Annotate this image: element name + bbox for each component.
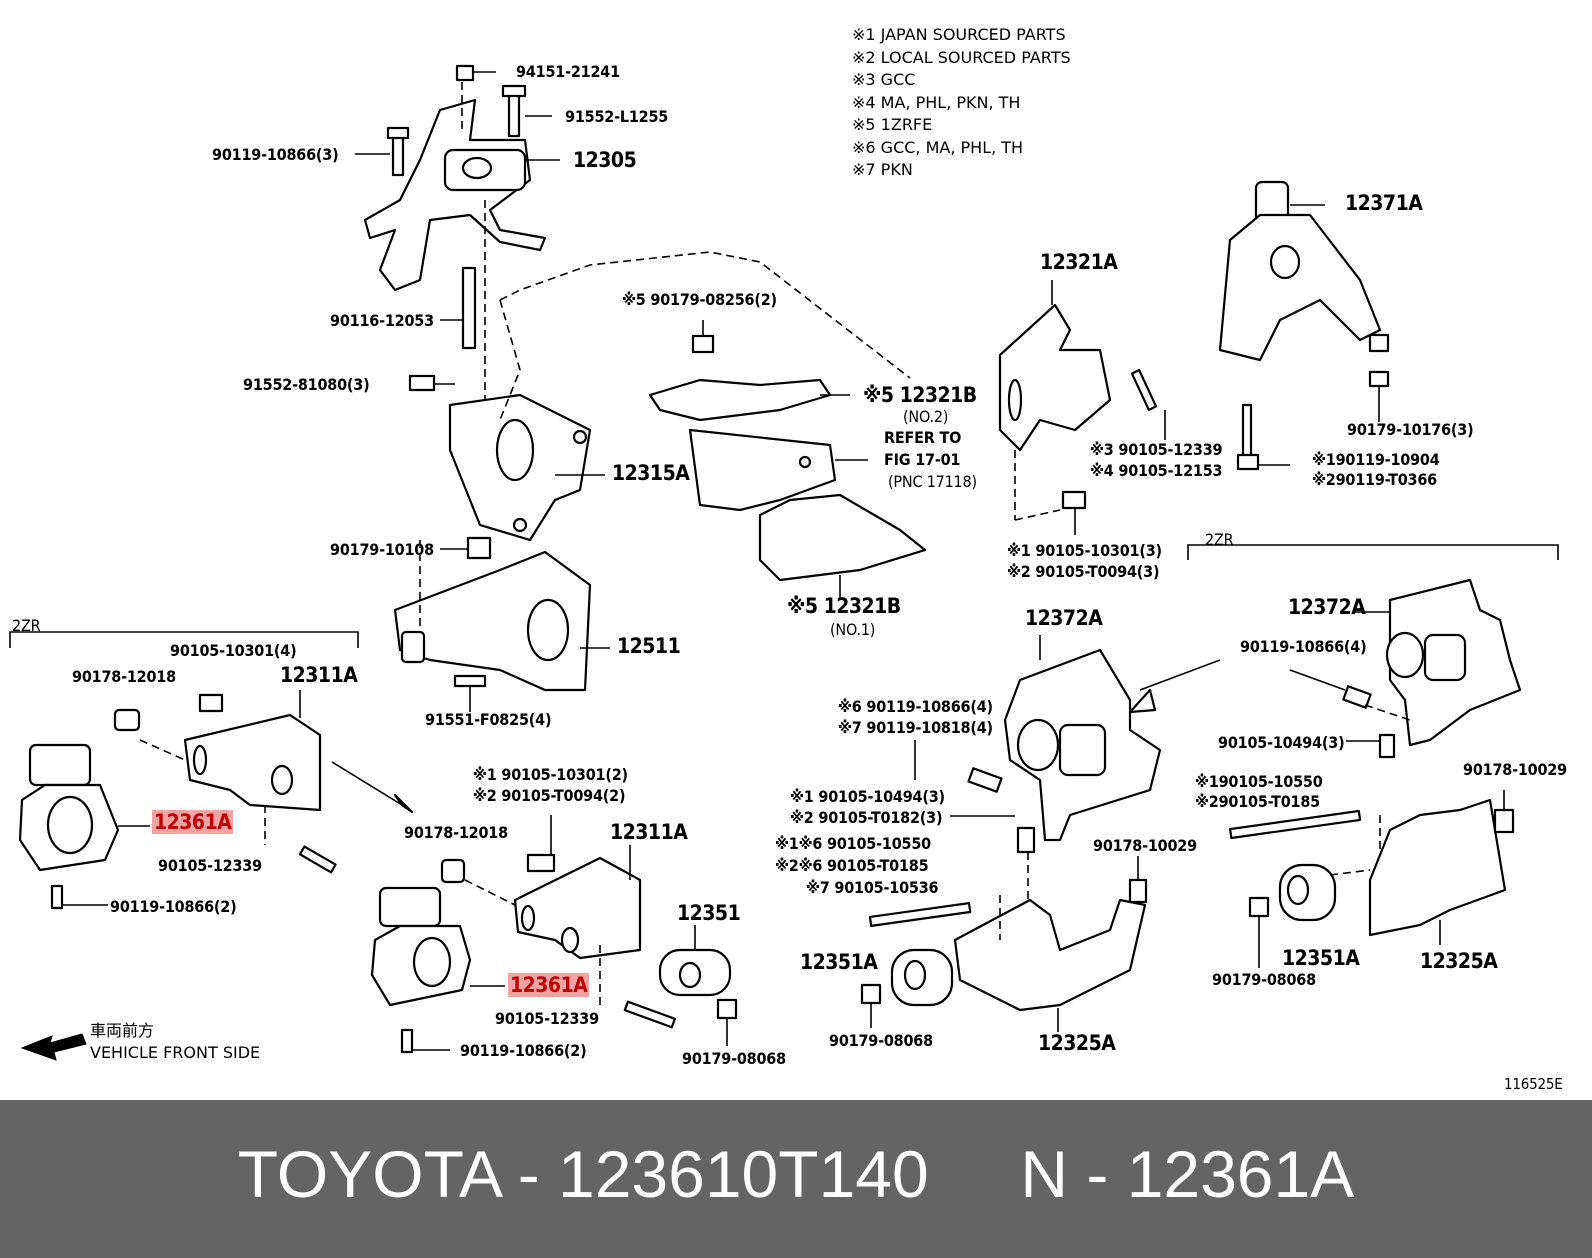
label-90119-10866-3[interactable]: 90119-10866(3) [212,145,339,164]
label-90105-12339-left[interactable]: 90105-12339 [158,856,262,875]
label-90105-12339-mid[interactable]: 90105-12339 [495,1009,599,1028]
note-2: ※2 LOCAL SOURCED PARTS [852,47,1071,67]
label-90105-10494-3-far[interactable]: 90105-10494(3) [1218,733,1345,752]
label-90105-10301-2[interactable]: ※1 90105-10301(2) [473,765,628,784]
label-no2: (NO.2) [903,407,949,426]
diagram-drawing [9,64,1559,1061]
label-90105-10536[interactable]: ※7 90105-10536 [806,878,939,897]
label-12361a-left-highlight[interactable]: 12361A [152,810,234,834]
note-4: ※4 MA, PHL, PKN, TH [852,92,1021,112]
note-5: ※5 1ZRFE [852,115,933,134]
label-90179-10108[interactable]: 90179-10108 [330,540,434,559]
label-90119-10904[interactable]: ※190119-10904 [1312,450,1440,469]
label-90116-12053[interactable]: 90116-12053 [330,311,434,330]
label-no1: (NO.1) [830,620,876,639]
label-90119-10866-2-left[interactable]: 90119-10866(2) [110,897,237,916]
label-90105-t0182-3[interactable]: ※2 90105-T0182(3) [790,808,943,827]
front-arrow-shape [20,1033,87,1061]
label-90178-10029-far[interactable]: 90178-10029 [1463,760,1567,779]
label-91552-l1255[interactable]: 91552-L1255 [565,107,669,126]
footer-bar: TOYOTA - 123610T140 N - 12361A [0,1100,1592,1258]
label-12351a-r[interactable]: 12351A [800,950,878,974]
note-6: ※6 GCC, MA, PHL, TH [852,137,1024,157]
label-90105-10301-3[interactable]: ※1 90105-10301(3) [1007,541,1162,560]
label-12311a-mid[interactable]: 12311A [610,820,688,844]
refer-line-2[interactable]: FIG 17-01 [884,450,961,469]
vehicle-front-en: VEHICLE FRONT SIDE [90,1043,261,1062]
bracket-line-left [9,631,359,648]
label-91552-81080-3[interactable]: 91552-81080(3) [243,375,370,394]
label-12311a-left[interactable]: 12311A [280,663,358,687]
label-90179-08068-mid[interactable]: 90179-08068 [682,1049,786,1068]
label-90105-t0185-far[interactable]: ※290105-T0185 [1195,792,1320,811]
label-90119-10818-4[interactable]: ※7 90119-10818(4) [838,718,993,737]
label-12371a[interactable]: 12371A [1345,191,1423,215]
label-90119-10866-2-mid[interactable]: 90119-10866(2) [460,1041,587,1060]
note-1: ※1 JAPAN SOURCED PARTS [852,25,1066,44]
mount-12305-drawing [355,64,560,400]
label-90105-10301-4[interactable]: 90105-10301(4) [170,641,297,660]
label-90179-08256-2[interactable]: ※5 90179-08256(2) [622,290,777,309]
label-90105-t0094-3[interactable]: ※2 90105-T0094(3) [1007,562,1160,581]
bracket-line-right [1187,544,1559,560]
bracket-12321b-drawing [648,320,927,600]
label-12351a-far[interactable]: 12351A [1282,946,1360,970]
label-90105-t0094-2[interactable]: ※2 90105-T0094(2) [473,786,626,805]
label-90119-10866-4-r[interactable]: ※6 90119-10866(4) [838,697,993,716]
label-12321b-no2[interactable]: ※5 12321B [863,383,977,407]
far-right-mount-drawing [1228,578,1522,968]
label-90105-10494-3-r[interactable]: ※1 90105-10494(3) [790,787,945,806]
label-12511[interactable]: 12511 [617,634,681,658]
label-2zr-right: 2ZR [1205,530,1234,549]
label-12321b-no1[interactable]: ※5 12321B [787,594,901,618]
label-90179-08068-far[interactable]: 90179-08068 [1212,970,1316,989]
label-90179-10176-3[interactable]: 90179-10176(3) [1347,420,1474,439]
label-12305[interactable]: 12305 [573,148,637,172]
middle-2zr-drawing [370,815,738,1054]
footer-part-title: TOYOTA - 123610T140 N - 12361A [237,1137,1355,1211]
note-3: ※3 GCC [852,70,916,89]
label-90119-t0366[interactable]: ※290119-T0366 [1312,470,1437,489]
vehicle-front-jp: 車両前方 [90,1021,155,1040]
label-90105-t0185-r[interactable]: ※2※6 90105-T0185 [775,856,929,875]
bracket-12315a-drawing [408,374,605,560]
label-12315a[interactable]: 12315A [612,461,690,485]
vehicle-front-note: 車両前方 VEHICLE FRONT SIDE [90,1020,260,1064]
refer-line-1: REFER TO [884,428,962,447]
right-mount-drawing [860,635,1221,1032]
parts-diagram: ※1 JAPAN SOURCED PARTS ※2 LOCAL SOURCED … [9,24,1568,1093]
mount-12371a-drawing [1218,180,1390,471]
figure-number: 116525E [1504,1075,1563,1093]
label-90178-10029-r[interactable]: 90178-10029 [1093,836,1197,855]
notes-legend: ※1 JAPAN SOURCED PARTS ※2 LOCAL SOURCED … [852,24,1071,182]
bracket-12321a-drawing [998,280,1166,535]
label-12321a[interactable]: 12321A [1040,250,1118,274]
left-2zr-drawing [18,690,414,910]
label-12351[interactable]: 12351 [677,901,741,925]
label-90105-10550-r[interactable]: ※1※6 90105-10550 [775,834,931,853]
label-90105-12339-gcc[interactable]: ※3 90105-12339 [1090,440,1223,459]
label-90119-10866-4-far[interactable]: 90119-10866(4) [1240,637,1367,656]
label-2zr-left: 2ZR [12,616,41,635]
label-90105-12153[interactable]: ※4 90105-12153 [1090,461,1223,480]
note-7: ※7 PKN [852,160,913,179]
bracket-12511-drawing [393,540,610,712]
label-90178-12018-mid[interactable]: 90178-12018 [404,823,508,842]
label-12361a-mid-highlight[interactable]: 12361A [508,973,590,997]
label-90179-08068-r[interactable]: 90179-08068 [829,1031,933,1050]
label-91551-f0825-4[interactable]: 91551-F0825(4) [425,710,552,729]
label-90105-10550-far[interactable]: ※190105-10550 [1195,772,1323,791]
refer-line-3: (PNC 17118) [888,472,977,491]
label-12325a-r[interactable]: 12325A [1038,1031,1116,1055]
label-12372a[interactable]: 12372A [1025,606,1103,630]
label-12372a-far[interactable]: 12372A [1288,595,1366,619]
label-94151-21241[interactable]: 94151-21241 [516,62,620,81]
label-90178-12018-left[interactable]: 90178-12018 [72,667,176,686]
label-12325a-far[interactable]: 12325A [1420,949,1498,973]
